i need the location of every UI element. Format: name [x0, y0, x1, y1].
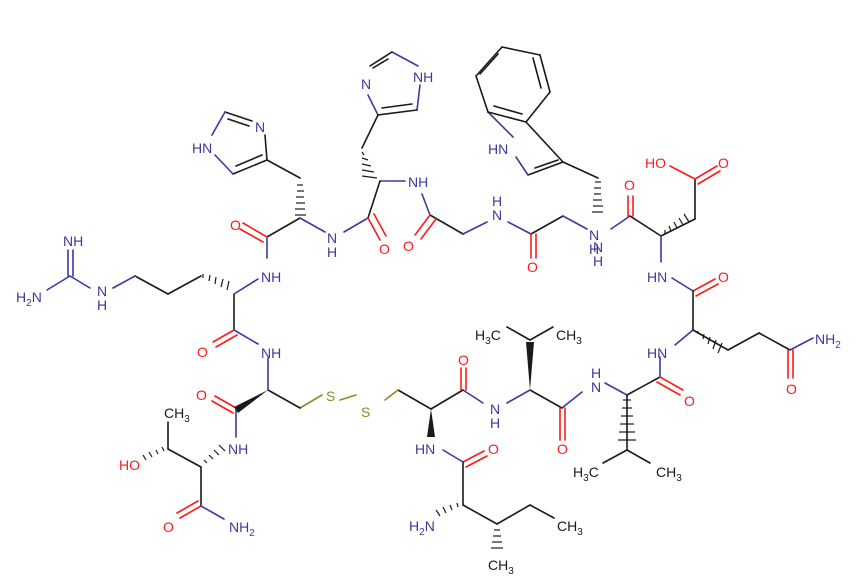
cys1-o: O: [196, 387, 207, 403]
thr-nh: NH: [228, 441, 248, 457]
val2-n: N: [591, 379, 601, 395]
his2-ring-n: N: [361, 76, 371, 92]
gly-o: O: [403, 238, 414, 254]
val1-n: N: [490, 401, 500, 417]
his2-o: O: [379, 241, 390, 257]
ile-ch3-methyl: CH3: [488, 557, 514, 577]
asp-o2: O: [624, 177, 635, 193]
guanidine-h2n: H2N: [16, 289, 42, 309]
ile-ch3-ethyl: CH3: [557, 518, 583, 538]
thr-ch3: CH3: [164, 405, 190, 425]
gly-n: N: [492, 207, 502, 223]
val2-h3c: H3C: [573, 464, 599, 484]
val2-o: O: [684, 393, 695, 409]
atom-labels: HN N N NH HN HO O O N H HN O HN NH2 O H …: [16, 69, 841, 577]
gly-h: H: [492, 193, 502, 209]
asp-o3: O: [718, 269, 729, 285]
asp-o1: O: [718, 155, 729, 171]
his1-ring-n: N: [255, 119, 265, 135]
val1-ch3: CH3: [556, 327, 582, 347]
val1-h: H: [490, 415, 500, 431]
val2-ch3: CH3: [656, 464, 682, 484]
trp-o: O: [527, 259, 538, 275]
guanidine-h: H: [97, 297, 107, 313]
cys2-o: O: [458, 352, 469, 368]
arg-nh: NH: [261, 269, 281, 285]
gln-hn: HN: [647, 345, 667, 361]
cys2-hn: HN: [415, 441, 435, 457]
bond-lines: [46, 46, 814, 525]
his1-h: H: [327, 244, 337, 260]
hashed-wedge-bonds: [142, 151, 723, 549]
asp-h: H: [593, 253, 603, 269]
asp-n: N: [593, 239, 603, 255]
his2-ring-nh: NH: [413, 69, 433, 85]
trp-n: N: [589, 227, 599, 243]
his2-nh: NH: [408, 174, 428, 190]
cys1-nh: NH: [261, 345, 281, 361]
gln-nh2: NH2: [815, 331, 841, 351]
thr-nh2: NH2: [229, 519, 255, 539]
asp-hn: HN: [647, 269, 667, 285]
guanidine-n: N: [97, 283, 107, 299]
arg-o: O: [197, 344, 208, 360]
his1-ring-hn: HN: [192, 140, 212, 156]
trp-indole-hn: HN: [488, 141, 508, 157]
thr-ho: HO: [119, 457, 140, 473]
val1-h3c: H3C: [475, 327, 501, 347]
his1-n: N: [327, 230, 337, 246]
ile-o: O: [488, 441, 499, 457]
guanidine-nh: NH: [63, 233, 83, 249]
ile-h2n: H2N: [409, 518, 435, 538]
solid-wedge-bonds: [234, 342, 534, 437]
trp-h: H: [589, 241, 599, 257]
thr-o: O: [163, 519, 174, 535]
val2-h: H: [591, 365, 601, 381]
val1-o: O: [557, 441, 568, 457]
sulfur-1: S: [326, 388, 335, 404]
asp-ho: HO: [645, 155, 666, 171]
gln-o: O: [786, 381, 797, 397]
his1-o: O: [230, 217, 241, 233]
sulfur-2: S: [361, 404, 370, 420]
